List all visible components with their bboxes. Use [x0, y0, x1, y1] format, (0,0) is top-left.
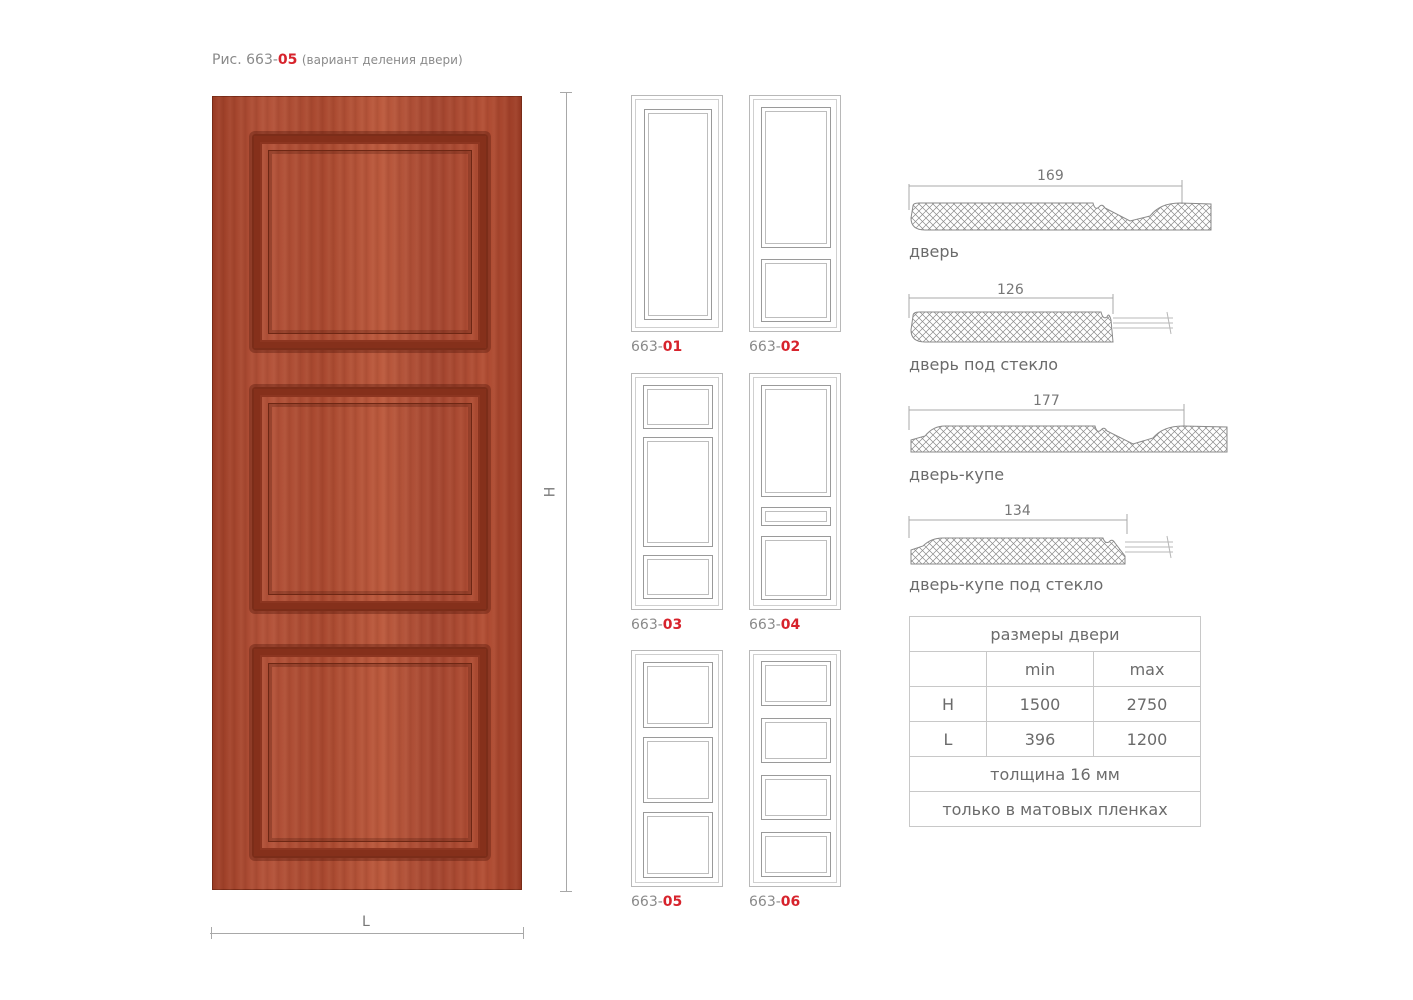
profile-sliding-door-label: дверь-купе [909, 465, 1005, 484]
size-table-title: размеры двери [909, 616, 1201, 652]
profile-door-glass-label: дверь под стекло [909, 355, 1059, 374]
variant-03-drawing [631, 373, 723, 610]
figure-caption: Рис. 663-05 (вариант деления двери) [212, 52, 463, 68]
variant-02-drawing [749, 95, 841, 332]
size-table-col-max: max [1093, 651, 1201, 687]
thickness-note: толщина 16 мм [909, 756, 1201, 792]
variant-03-label: 663-03 [631, 617, 683, 633]
variant-06-label: 663-06 [749, 894, 801, 910]
height-dimension-line [566, 92, 567, 892]
profile-sliding-door-glass-width: 134 [1004, 503, 1031, 519]
variant-05-drawing [631, 650, 723, 887]
size-row-min: 1500 [986, 686, 1094, 722]
variant-01-label: 663-01 [631, 339, 683, 355]
height-label: H [542, 486, 559, 498]
variant-04-drawing [749, 373, 841, 610]
size-row-name: L [909, 721, 987, 757]
profile-door-drawing [908, 180, 1212, 231]
caption-prefix: Рис. 663- [212, 52, 278, 68]
size-row-name: H [909, 686, 987, 722]
variant-06-drawing [749, 650, 841, 887]
table-row: H 1500 2750 [909, 686, 1201, 722]
door-panel-middle [252, 387, 488, 611]
profile-door-label: дверь [909, 242, 959, 261]
profile-sliding-door-glass-drawing [908, 514, 1173, 565]
profile-door-glass-width: 126 [997, 282, 1024, 298]
width-dimension-line [210, 933, 524, 934]
table-row: L 396 1200 [909, 721, 1201, 757]
size-table-corner [909, 651, 987, 687]
caption-note: (вариант деления двери) [301, 53, 463, 67]
door-size-table: размеры двери min max H 1500 2750 L 396 … [909, 616, 1201, 827]
height-tick-bottom [560, 891, 572, 892]
width-label: L [362, 914, 370, 930]
film-note: только в матовых пленках [909, 791, 1201, 827]
profile-door-glass-drawing [908, 294, 1173, 343]
height-tick-top [560, 92, 572, 93]
door-panel-top [252, 134, 488, 350]
size-table-col-min: min [986, 651, 1094, 687]
door-panel-bottom [252, 647, 488, 858]
profile-door-width: 169 [1037, 168, 1064, 184]
width-tick-right [523, 927, 524, 939]
caption-number: 05 [277, 52, 298, 68]
width-tick-left [211, 927, 212, 939]
variant-05-label: 663-05 [631, 894, 683, 910]
profile-sliding-door-width: 177 [1033, 393, 1060, 409]
profile-sliding-door-drawing [908, 404, 1228, 453]
variant-02-label: 663-02 [749, 339, 801, 355]
size-row-max: 2750 [1093, 686, 1201, 722]
variant-04-label: 663-04 [749, 617, 801, 633]
door-main-image [212, 96, 522, 890]
wood-grain [212, 96, 522, 890]
profile-sliding-door-glass-label: дверь-купе под стекло [909, 575, 1104, 594]
size-row-max: 1200 [1093, 721, 1201, 757]
variant-01-drawing [631, 95, 723, 332]
size-row-min: 396 [986, 721, 1094, 757]
